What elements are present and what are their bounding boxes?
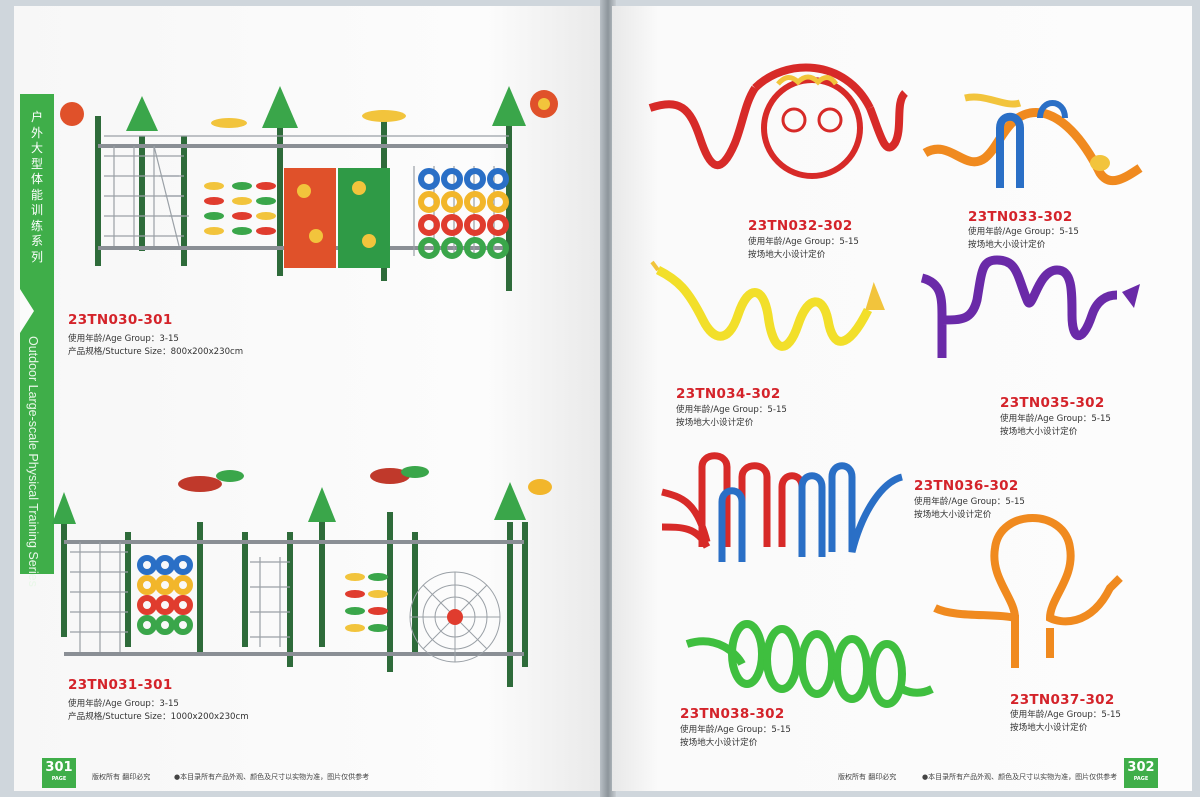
product-age: 使用年龄/Age Group：5-15 bbox=[748, 237, 859, 247]
product-code: 23TN036-302 bbox=[914, 478, 1019, 494]
product-image-23TN037 bbox=[933, 514, 1123, 668]
product-age: 使用年龄/Age Group：3-15 bbox=[68, 334, 179, 344]
product-code: 23TN032-302 bbox=[748, 218, 853, 234]
product-image-23TN033 bbox=[922, 93, 1143, 188]
left-page: 户外大型体能训练系列 Outdoor Large-scale Physical … bbox=[14, 6, 604, 791]
product-note: 按场地大小设计定价 bbox=[968, 240, 1046, 250]
footer-rights: 版权所有 翻印必究 bbox=[92, 773, 151, 781]
product-size: 产品规格/Stucture Size：1000x200x230cm bbox=[68, 712, 249, 722]
product-image-23TN030 bbox=[60, 86, 558, 291]
product-age: 使用年龄/Age Group：5-15 bbox=[680, 725, 791, 735]
product-image-23TN035 bbox=[920, 255, 1140, 358]
product-age: 使用年龄/Age Group：3-15 bbox=[68, 699, 179, 709]
series-sidebar: 户外大型体能训练系列 Outdoor Large-scale Physical … bbox=[20, 94, 54, 587]
product-code: 23TN037-302 bbox=[1010, 692, 1115, 708]
series-title-cn: 户外大型体能训练系列 bbox=[30, 110, 43, 264]
product-code: 23TN035-302 bbox=[1000, 395, 1105, 411]
product-note: 按场地大小设计定价 bbox=[914, 510, 992, 520]
product-note: 按场地大小设计定价 bbox=[676, 418, 754, 428]
product-note: 按场地大小设计定价 bbox=[680, 738, 758, 748]
right-page: 23TN032-302 使用年龄/Age Group：5-15 按场地大小设计定… bbox=[612, 6, 1192, 791]
product-age: 使用年龄/Age Group：5-15 bbox=[1010, 710, 1121, 720]
footer-note: ●本目录所有产品外观、颜色及尺寸以实物为准，图片仅供参考 bbox=[174, 773, 370, 781]
product-code: 23TN038-302 bbox=[680, 706, 785, 722]
product-image-23TN036 bbox=[661, 452, 904, 562]
product-age: 使用年龄/Age Group：5-15 bbox=[968, 227, 1079, 237]
footer-note: ●本目录所有产品外观、颜色及尺寸以实物为准，图片仅供参考 bbox=[922, 773, 1118, 781]
product-code: 23TN034-302 bbox=[676, 386, 781, 402]
product-image-23TN031 bbox=[52, 466, 552, 687]
product-age: 使用年龄/Age Group：5-15 bbox=[914, 497, 1025, 507]
series-title-en: Outdoor Large-scale Physical Training Se… bbox=[26, 336, 40, 587]
page-number: 301 PAGE bbox=[42, 758, 76, 788]
product-note: 按场地大小设计定价 bbox=[1000, 427, 1078, 437]
footer-rights: 版权所有 翻印必究 bbox=[838, 773, 897, 781]
product-image-23TN038 bbox=[685, 620, 934, 708]
product-note: 按场地大小设计定价 bbox=[748, 250, 826, 260]
product-code: 23TN033-302 bbox=[968, 209, 1073, 225]
product-image-23TN034 bbox=[650, 260, 885, 351]
page-number: 302 PAGE bbox=[1124, 758, 1158, 788]
product-age: 使用年龄/Age Group：5-15 bbox=[1000, 414, 1111, 424]
product-image-23TN032 bbox=[648, 63, 909, 179]
product-age: 使用年龄/Age Group：5-15 bbox=[676, 405, 787, 415]
product-code: 23TN031-301 bbox=[68, 677, 173, 693]
product-code: 23TN030-301 bbox=[68, 312, 173, 328]
product-size: 产品规格/Stucture Size：800x200x230cm bbox=[68, 347, 244, 357]
product-note: 按场地大小设计定价 bbox=[1010, 723, 1088, 733]
